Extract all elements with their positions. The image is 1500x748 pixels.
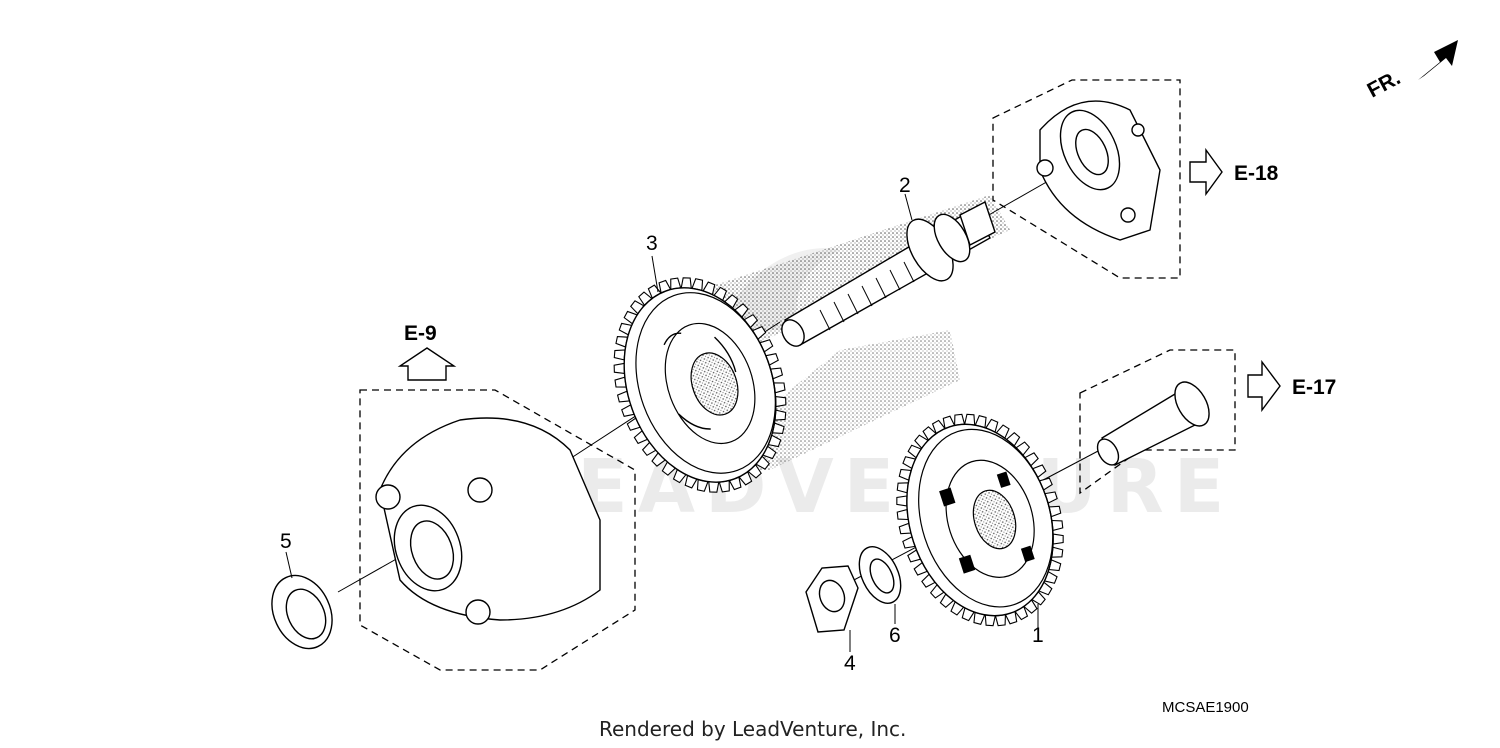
gear-tooth	[613, 348, 626, 361]
part-2-shaft	[781, 201, 996, 347]
gear-tooth	[896, 495, 908, 507]
e18-cover	[1036, 100, 1161, 241]
part-3-gear	[613, 277, 787, 493]
gear-tooth	[1052, 533, 1064, 545]
ref-e17: E-17	[1292, 376, 1336, 399]
callout-4: 4	[844, 652, 856, 675]
callout-2: 2	[899, 174, 911, 197]
diagram-code: MCSAE1900	[1162, 699, 1249, 716]
e17-shaft-end	[1096, 381, 1210, 466]
ref-front: FR.	[1364, 66, 1405, 102]
e9-housing	[375, 417, 601, 625]
gear-tooth	[994, 614, 1008, 627]
callout-3: 3	[646, 232, 658, 255]
part-1-gear	[896, 413, 1064, 627]
gear-tooth	[680, 277, 693, 289]
e17-arrow	[1247, 359, 1281, 413]
callout-1: 1	[1032, 624, 1044, 647]
gear-tooth	[984, 614, 996, 627]
part-5-nut	[271, 574, 333, 650]
dashed-boxes	[359, 79, 1236, 671]
ref-e9: E-9	[404, 322, 437, 345]
ref-e18: E-18	[1234, 162, 1279, 185]
front-arrow	[1418, 40, 1458, 80]
e18-arrow	[1189, 147, 1223, 197]
gear-tooth	[964, 413, 976, 426]
gear-tooth	[952, 413, 966, 426]
part-4-nut	[805, 565, 859, 633]
callout-leaders	[285, 193, 1039, 652]
part-6-washer	[858, 546, 902, 604]
gear-tooth	[707, 481, 720, 493]
credit-text: Rendered by LeadVenture, Inc.	[599, 717, 906, 741]
ref-arrows	[397, 40, 1458, 413]
e9-arrow	[397, 347, 457, 381]
gear-tooth	[613, 362, 625, 375]
gear-tooth	[774, 409, 787, 422]
callout-6: 6	[889, 624, 901, 647]
gear-tooth	[775, 395, 787, 408]
callout-5: 5	[280, 530, 292, 553]
